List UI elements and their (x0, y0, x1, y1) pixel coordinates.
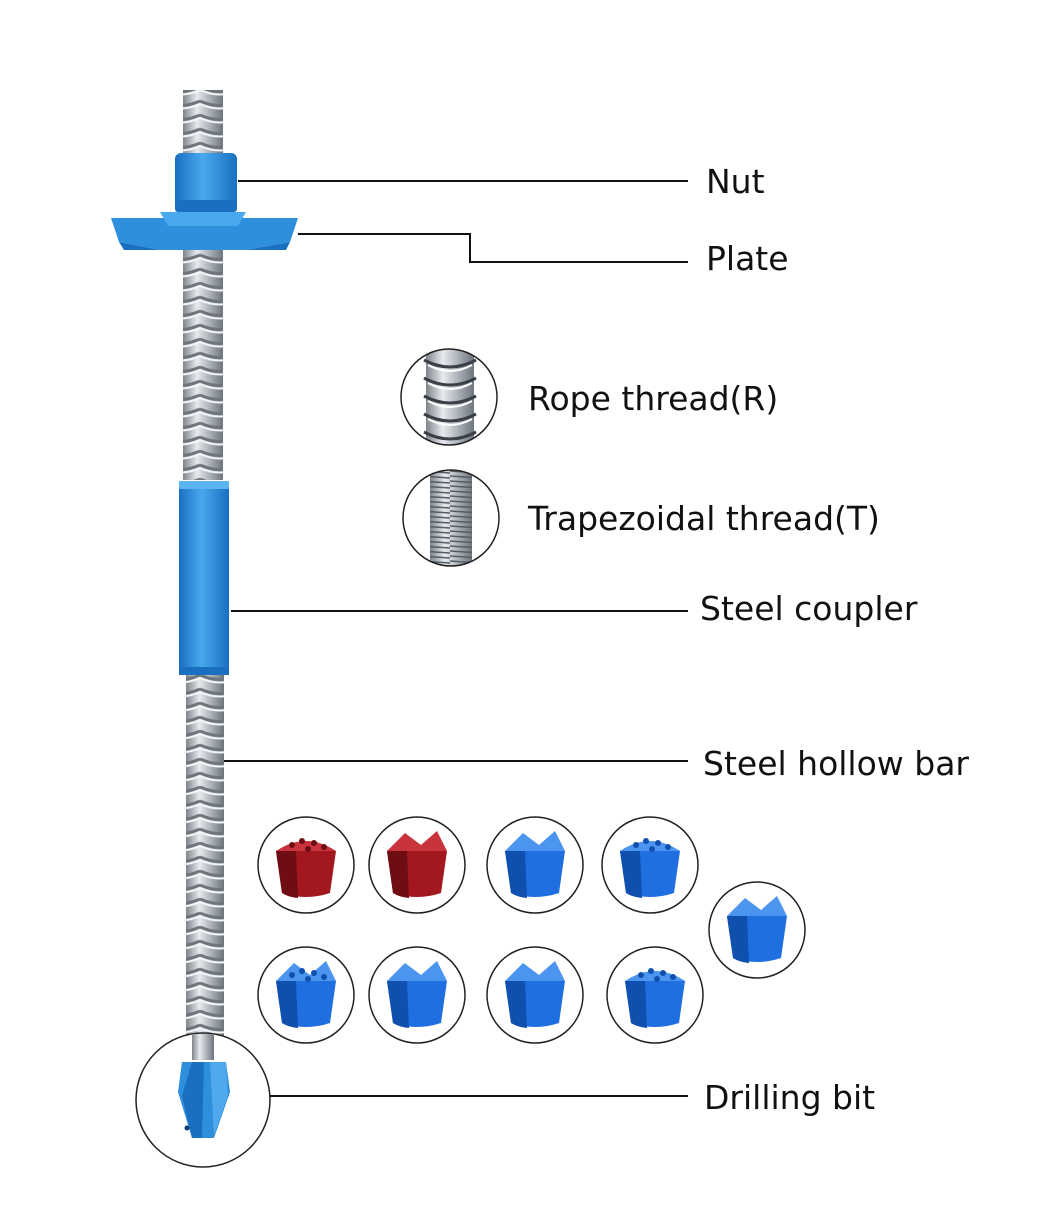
bit-thumbnail-blue-cross (368, 946, 466, 1044)
steel-coupler-drawing (179, 481, 229, 675)
bit-thumbnail-blue-wing (486, 946, 584, 1044)
drilling-bit-label: Drilling bit (704, 1078, 875, 1117)
trapezoidal-thread-thumbnail (402, 469, 500, 567)
bit-thumbnail-red-button (257, 816, 355, 914)
plate-drawing (111, 212, 298, 250)
drill-bit-thumbnails (257, 816, 806, 1044)
bit-thumbnail-blue-button (606, 946, 704, 1044)
plate-label: Plate (706, 239, 789, 278)
leader-lines (224, 180, 688, 1097)
rope-thread-label: Rope thread(R) (528, 379, 778, 418)
bit-thumbnail-blue-button-cross (257, 946, 355, 1044)
bit-thumbnail-blue-wing (486, 816, 584, 914)
plate-leader-line (298, 233, 688, 263)
trapezoidal-thread-label: Trapezoidal thread(T) (527, 499, 880, 538)
nut-label: Nut (706, 162, 765, 201)
steel-hollow-bar-label: Steel hollow bar (703, 744, 969, 783)
rope-thread-thumbnail (400, 348, 498, 446)
bit-thumbnail-blue-button (601, 816, 699, 914)
nut-drawing (175, 153, 237, 212)
bit-thumbnail-red-cross (368, 816, 466, 914)
bit-thumbnail-blue-cross (708, 881, 806, 979)
drilling-bit-circle (135, 1032, 271, 1168)
steel-coupler-label: Steel coupler (700, 589, 918, 628)
